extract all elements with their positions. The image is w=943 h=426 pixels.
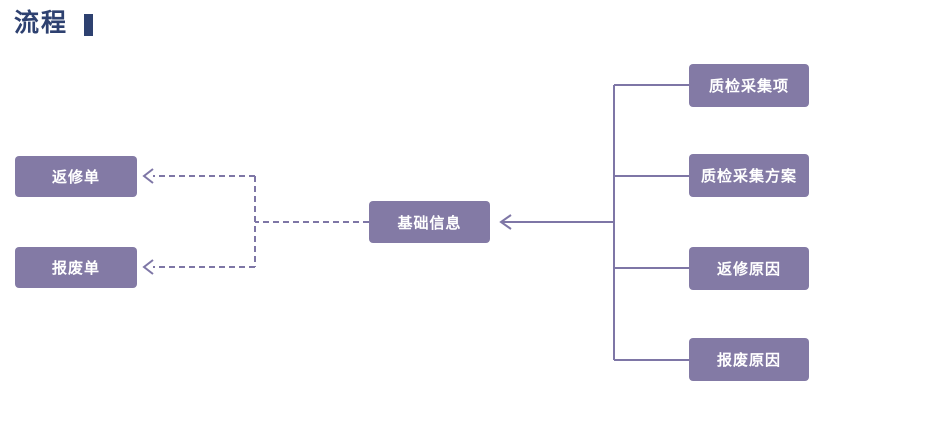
page-title: 流程: [14, 8, 69, 37]
node-repair-order: 返修单: [15, 156, 137, 197]
arrowhead-into-basic-info: [499, 214, 512, 230]
node-repair-reason: 返修原因: [689, 247, 809, 290]
node-qc-collection-plan: 质检采集方案: [689, 154, 809, 197]
arrowhead-into-scrap-order: [142, 259, 154, 275]
title-accent-bar: [84, 13, 94, 36]
edge-right-tree: [613, 84, 689, 361]
node-basic-info: 基础信息: [369, 201, 490, 243]
page-header: 流程: [14, 8, 94, 38]
node-scrap-reason: 报废原因: [689, 338, 809, 381]
node-qc-collection-item: 质检采集项: [689, 64, 809, 107]
node-scrap-order: 报废单: [15, 247, 137, 288]
arrowhead-into-repair-order: [142, 168, 154, 184]
